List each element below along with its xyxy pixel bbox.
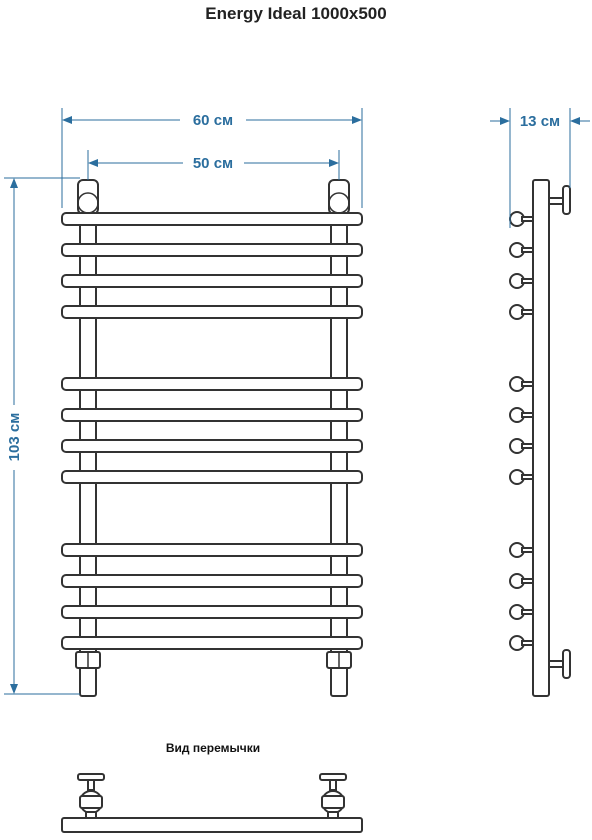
bridge-right-mount-stem [329,779,337,791]
side-rung-stem-5 [521,381,534,387]
side-vertical-pipe [532,179,550,697]
top-right-nozzle [328,179,350,215]
side-rung-stem-4 [521,309,534,315]
bridge-left-neck [85,811,97,819]
bridge-bar [61,817,363,833]
front-rung-9 [61,543,363,557]
side-view [509,179,571,697]
page-title: Energy Ideal 1000x500 [205,4,386,23]
side-bottom-mount-plate [562,649,571,679]
side-rung-stem-8 [521,474,534,480]
bridge-right-neck [327,811,339,819]
side-rung-stem-7 [521,443,534,449]
bridge-view [61,773,363,833]
front-rung-12 [61,636,363,650]
height-arrow-bottom [10,684,18,694]
side-rung-stem-9 [521,547,534,553]
side-dimensions: 13 см [490,108,590,228]
side-bottom-mount-stem [548,660,564,668]
front-rung-10 [61,574,363,588]
depth-label: 13 см [520,113,560,130]
side-rung-stem-3 [521,278,534,284]
side-rungs [509,211,534,651]
front-view [61,179,363,697]
side-rung-stem-6 [521,412,534,418]
bridge-view-caption: Вид перемычки [166,741,260,755]
pipe-spacing-label: 50 см [193,155,233,172]
front-rung-7 [61,439,363,453]
depth-arrow-left [500,117,510,125]
width-arrow-left [62,116,72,124]
side-rung-stem-1 [521,216,534,222]
depth-arrow-right [570,117,580,125]
front-rung-5 [61,377,363,391]
side-rung-stem-11 [521,609,534,615]
width-arrow-right [352,116,362,124]
front-rungs [61,212,363,650]
overall-width-label: 60 см [193,112,233,129]
front-rung-3 [61,274,363,288]
front-rung-8 [61,470,363,484]
height-arrow-top [10,178,18,188]
front-rung-1 [61,212,363,226]
top-left-nozzle [77,179,99,215]
front-rung-11 [61,605,363,619]
height-label: 103 см [6,413,23,462]
side-top-mount-plate [562,185,571,215]
bridge-left-nut-body [79,795,103,809]
front-rung-6 [61,408,363,422]
front-rung-4 [61,305,363,319]
spacing-arrow-left [88,159,98,167]
front-rung-2 [61,243,363,257]
bridge-right-nut-body [321,795,345,809]
side-rung-stem-10 [521,578,534,584]
side-rung-stem-12 [521,640,534,646]
side-top-mount-stem [548,197,564,205]
side-rung-stem-2 [521,247,534,253]
spacing-arrow-right [329,159,339,167]
front-dimensions: 60 см 50 см 103 см [4,108,363,695]
bridge-left-mount-stem [87,779,95,791]
